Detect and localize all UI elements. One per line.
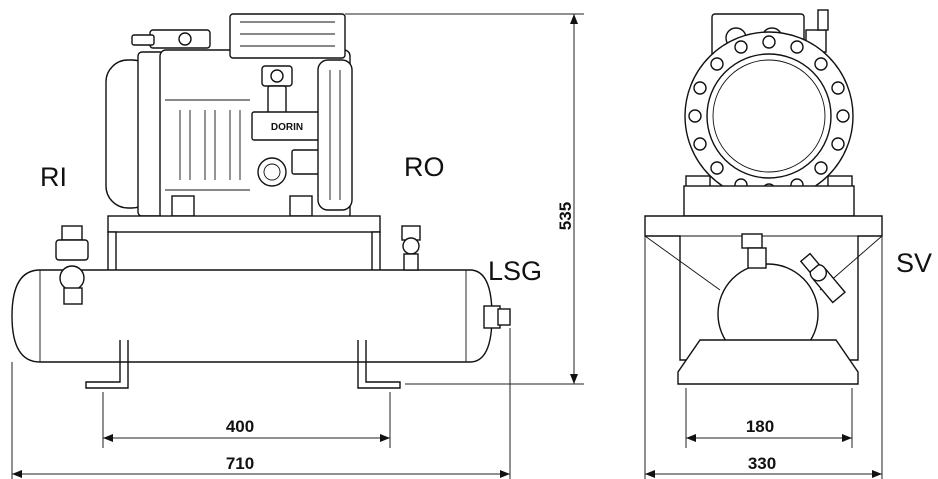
label-ro: RO	[404, 152, 445, 182]
dim-535: 535	[556, 202, 575, 230]
label-lsg: LSG	[488, 256, 543, 286]
label-sv: SV	[896, 248, 933, 278]
dim-330: 330	[748, 454, 776, 473]
liquid-receiver-side	[11, 225, 511, 389]
dimension-lines	[11, 13, 883, 479]
compressor-side: DORIN	[105, 13, 353, 221]
dim-180: 180	[746, 417, 774, 436]
side-view: DORIN	[11, 13, 511, 389]
nameplate-text: DORIN	[271, 122, 303, 133]
dim-400: 400	[226, 417, 254, 436]
dimension-values: 535 400 710 180 330	[226, 202, 776, 473]
dim-710: 710	[226, 454, 254, 473]
base-frame-side	[107, 215, 381, 293]
front-view	[644, 9, 883, 385]
label-ri: RI	[40, 162, 67, 192]
